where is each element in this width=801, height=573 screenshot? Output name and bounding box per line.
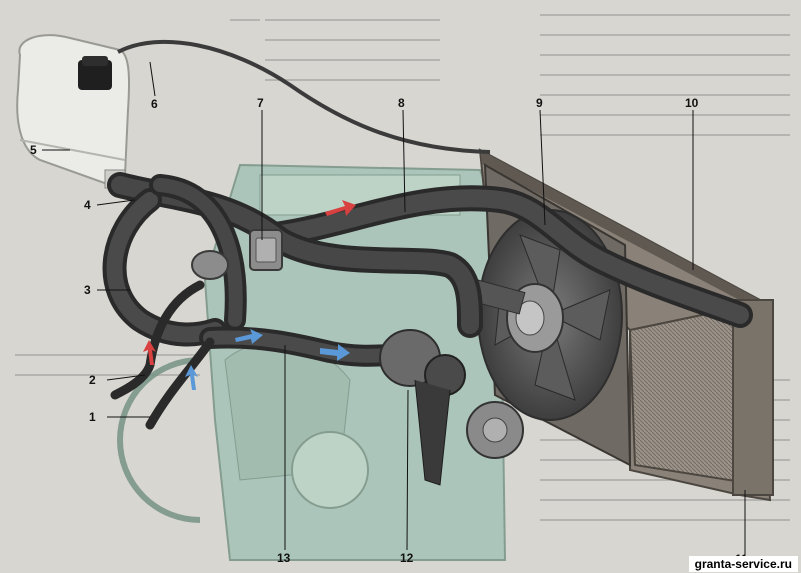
water-pump [379, 329, 524, 486]
callout-4: 4 [84, 198, 91, 212]
callout-5: 5 [30, 143, 37, 157]
site-watermark: granta-service.ru [688, 556, 798, 572]
callout-3: 3 [84, 283, 91, 297]
callout-2: 2 [89, 373, 96, 387]
callout-6: 6 [151, 97, 158, 111]
callout-9: 9 [536, 96, 543, 110]
flow-arrows [143, 200, 356, 390]
callout-leaders [42, 61, 746, 555]
callout-8: 8 [398, 96, 405, 110]
callout-7: 7 [257, 96, 264, 110]
coolant-hoses [102, 172, 753, 430]
callout-12: 12 [400, 551, 414, 565]
callout-13: 13 [277, 551, 291, 565]
vapour-tube [117, 39, 491, 154]
thermostat-housing [191, 229, 283, 280]
callout-1: 1 [89, 410, 96, 424]
callout-10: 10 [685, 96, 699, 110]
